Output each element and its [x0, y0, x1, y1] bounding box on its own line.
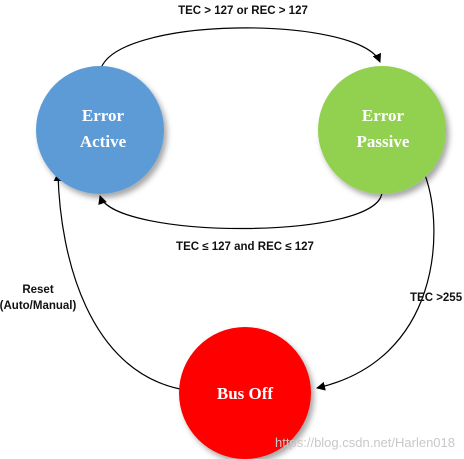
- label-passive-to-active: TEC ≤ 127 and REC ≤ 127: [176, 241, 314, 253]
- error-passive-circle: [318, 66, 446, 194]
- state-error-active: Error Active: [36, 66, 164, 194]
- error-active-label-line1: Error: [82, 106, 125, 125]
- bus-off-circle: [179, 327, 311, 459]
- label-reset-mode: (Auto/Manual): [0, 300, 76, 312]
- error-passive-label-line2: Passive: [357, 132, 410, 151]
- label-passive-to-busoff: TEC >255: [410, 292, 463, 304]
- label-reset: Reset: [22, 284, 53, 296]
- label-active-to-passive: TEC > 127 or REC > 127: [178, 5, 308, 17]
- state-error-passive: Error Passive: [318, 66, 446, 194]
- arrow-busoff-to-active: [53, 172, 181, 390]
- bus-off-label: Bus Off: [217, 384, 274, 403]
- state-bus-off: Bus Off: [179, 327, 311, 459]
- watermark: https://blog.csdn.net/Harlen018: [275, 435, 455, 450]
- error-active-label-line2: Active: [80, 132, 127, 151]
- arrow-passive-to-busoff: [316, 174, 435, 391]
- error-active-circle: [36, 66, 164, 194]
- arrow-active-to-passive: [99, 27, 381, 73]
- arrow-passive-to-active: [98, 191, 383, 230]
- error-passive-label-line1: Error: [362, 106, 405, 125]
